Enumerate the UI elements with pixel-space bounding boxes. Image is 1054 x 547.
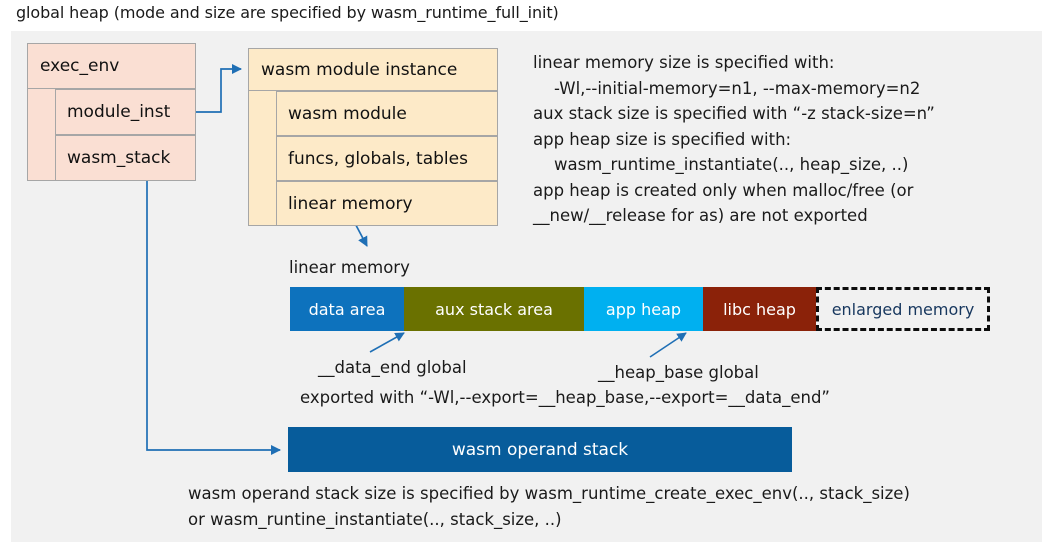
memory-segment-libc-heap: libc heap [703, 287, 816, 331]
annotation-data-end: __data_end global [318, 358, 467, 377]
memory-segment-app-heap: app heap [584, 287, 703, 331]
linear-memory-info-text: linear memory size is specified with: -W… [533, 53, 935, 225]
exec-env-field-wasm-stack: wasm_stack [55, 135, 196, 181]
annotation-exported-with: exported with “-Wl,--export=__heap_base,… [300, 388, 830, 407]
module-field-wasm-module: wasm module [276, 91, 498, 136]
memory-segment-data-area: data area [290, 287, 404, 331]
page-title: global heap (mode and size are specified… [16, 3, 559, 22]
module-field-linear-memory: linear memory [276, 181, 498, 226]
exec-env-field-module-inst: module_inst [55, 89, 196, 135]
wasm-operand-stack-box: wasm operand stack [288, 427, 792, 472]
memory-segment-aux-stack-area: aux stack area [404, 287, 584, 331]
wasm-module-instance-header: wasm module instance [248, 48, 498, 91]
operand-stack-info-text: wasm operand stack size is specified by … [188, 484, 910, 529]
module-field-funcs-globals-tables: funcs, globals, tables [276, 136, 498, 181]
annotation-heap-base: __heap_base global [598, 363, 759, 382]
linear-memory-bar-label: linear memory [289, 258, 410, 277]
exec-env-header: exec_env [27, 43, 196, 89]
memory-segment-enlarged-memory: enlarged memory [816, 287, 990, 331]
